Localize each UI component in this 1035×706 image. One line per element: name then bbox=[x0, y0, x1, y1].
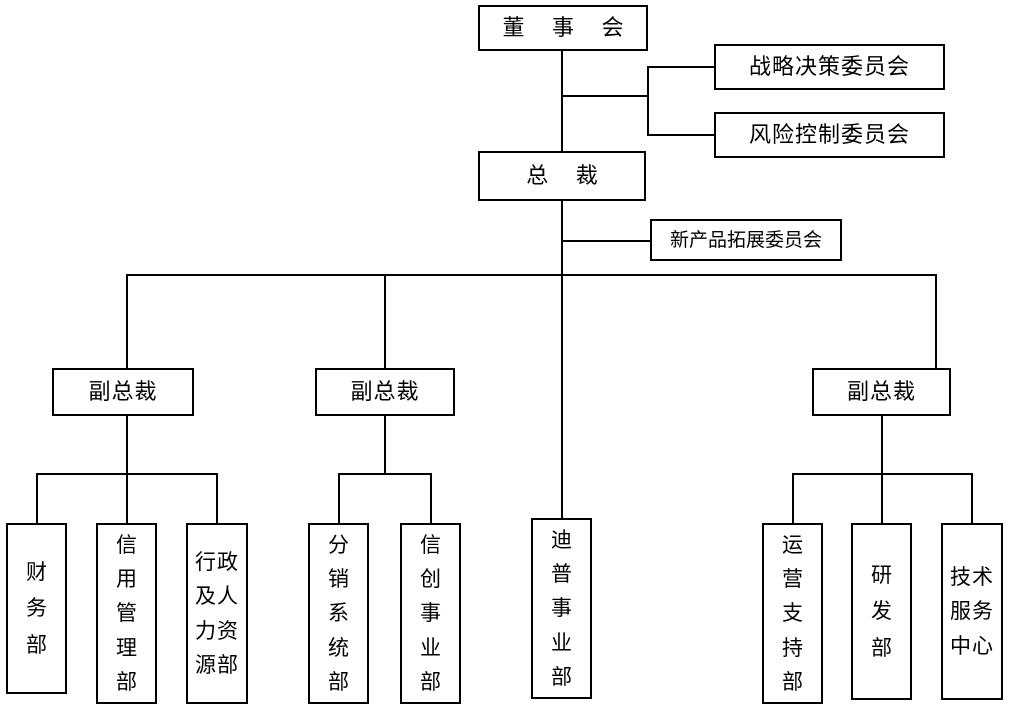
node-newproduct-committee[interactable]: 新产品拓展委员会 bbox=[650, 219, 842, 261]
connector-vp1-child3 bbox=[216, 473, 218, 524]
connector-committee-riser bbox=[647, 66, 649, 136]
node-president-label: 总 裁 bbox=[526, 163, 609, 188]
node-strategy-committee[interactable]: 战略决策委员会 bbox=[714, 44, 945, 90]
node-xinchuang-business-department-label: 信 创 事 业 部 bbox=[420, 533, 441, 694]
connector-vp3-child3 bbox=[971, 473, 973, 524]
connector-to-risk-committee bbox=[647, 134, 715, 136]
node-vp-1-label: 副总裁 bbox=[88, 379, 158, 404]
node-technical-service-center[interactable]: 技术 服务 中心 bbox=[941, 523, 1003, 700]
node-risk-committee-label: 风险控制委员会 bbox=[748, 122, 910, 147]
node-dptech-business-department[interactable]: 迪 普 事 业 部 bbox=[531, 518, 592, 699]
connector-riser-vp2 bbox=[384, 274, 386, 368]
node-operations-support-department-label: 运 营 支 持 部 bbox=[782, 533, 803, 694]
node-newproduct-committee-label: 新产品拓展委员会 bbox=[669, 229, 822, 251]
connector-vp3-child2 bbox=[881, 473, 883, 524]
node-vp-2[interactable]: 副总裁 bbox=[315, 368, 455, 416]
node-vp-3[interactable]: 副总裁 bbox=[812, 368, 951, 416]
connector-vp2-down bbox=[384, 415, 386, 474]
node-xinchuang-business-department[interactable]: 信 创 事 业 部 bbox=[400, 523, 461, 704]
connector-vp1-child1 bbox=[36, 473, 38, 524]
connector-riser-vp1 bbox=[126, 274, 128, 368]
node-hr-admin-department[interactable]: 行政 及人 力资 源部 bbox=[186, 523, 248, 704]
connector-vp1-child2 bbox=[126, 473, 128, 524]
connector-board-to-committees bbox=[561, 95, 649, 97]
connector-vp1-down bbox=[126, 415, 128, 474]
node-finance-department[interactable]: 财 务 部 bbox=[6, 523, 67, 694]
node-strategy-committee-label: 战略决策委员会 bbox=[748, 54, 910, 79]
connector-to-newproduct-committee bbox=[561, 240, 651, 242]
connector-vp3-down bbox=[881, 415, 883, 474]
node-credit-management-department[interactable]: 信 用 管 理 部 bbox=[96, 523, 157, 704]
node-risk-committee[interactable]: 风险控制委员会 bbox=[714, 112, 945, 158]
node-finance-department-label: 财 务 部 bbox=[26, 560, 47, 657]
node-board-label: 董 事 会 bbox=[502, 15, 635, 40]
node-vp-2-label: 副总裁 bbox=[350, 379, 420, 404]
node-board[interactable]: 董 事 会 bbox=[478, 5, 648, 51]
node-operations-support-department[interactable]: 运 营 支 持 部 bbox=[762, 523, 823, 704]
node-vp-3-label: 副总裁 bbox=[846, 379, 916, 404]
node-dptech-business-department-label: 迪 普 事 业 部 bbox=[551, 528, 572, 689]
connector-to-strategy-committee bbox=[647, 66, 715, 68]
node-hr-admin-department-label: 行政 及人 力资 源部 bbox=[195, 550, 239, 677]
node-credit-management-department-label: 信 用 管 理 部 bbox=[116, 533, 137, 694]
node-rnd-department[interactable]: 研 发 部 bbox=[851, 523, 912, 700]
node-distribution-system-department-label: 分 销 系 统 部 bbox=[328, 533, 349, 694]
node-distribution-system-department[interactable]: 分 销 系 统 部 bbox=[308, 523, 369, 704]
connector-vp2-child2 bbox=[430, 473, 432, 524]
connector-board-down bbox=[561, 50, 563, 152]
connector-vp2-child1 bbox=[338, 473, 340, 524]
node-rnd-department-label: 研 发 部 bbox=[871, 563, 892, 660]
connector-vp-distribution-bar bbox=[126, 274, 937, 276]
connector-vp2-bar bbox=[338, 473, 432, 475]
node-president[interactable]: 总 裁 bbox=[478, 151, 646, 201]
connector-riser-vp3 bbox=[935, 274, 937, 368]
node-technical-service-center-label: 技术 服务 中心 bbox=[950, 565, 994, 658]
connector-vp3-child1 bbox=[792, 473, 794, 524]
node-vp-1[interactable]: 副总裁 bbox=[52, 368, 194, 416]
connector-president-down bbox=[561, 200, 563, 520]
